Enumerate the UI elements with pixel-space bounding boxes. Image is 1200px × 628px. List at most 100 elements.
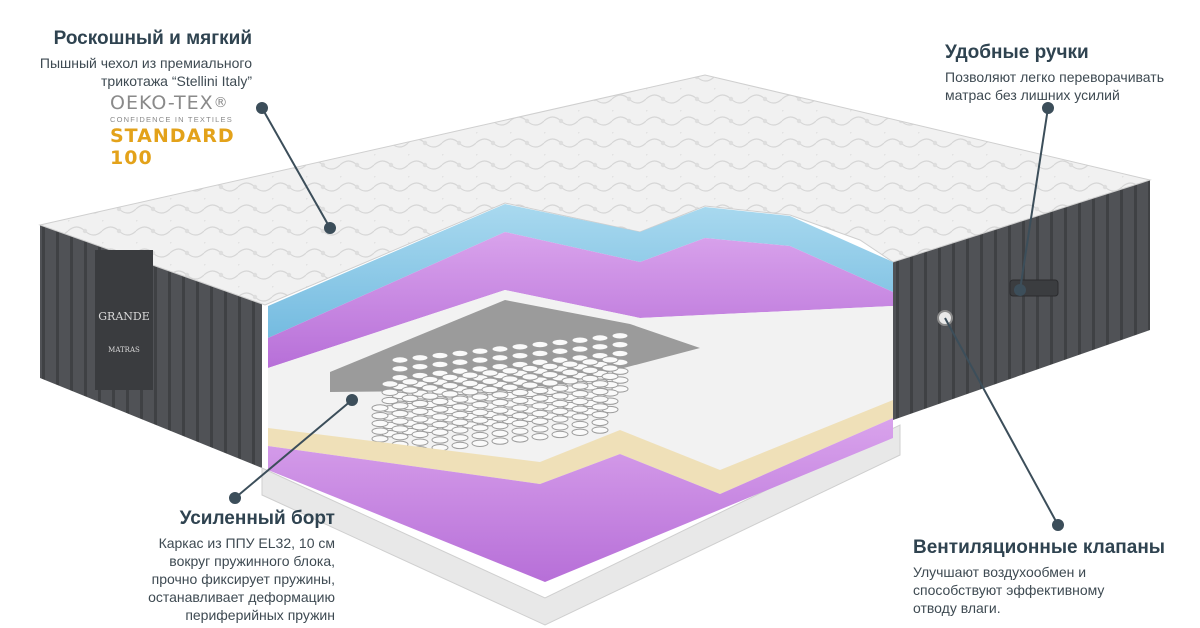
- leader-dot-handle-target: [1014, 284, 1026, 296]
- spring-coil: [581, 366, 599, 374]
- spring-coil: [431, 351, 449, 360]
- pocket-springs: [371, 332, 629, 458]
- spring-coil: [461, 371, 479, 379]
- spring-coil: [401, 378, 419, 386]
- spring-coil: [531, 409, 549, 418]
- spring-coil: [431, 405, 449, 413]
- spring-coil: [591, 418, 609, 427]
- spring-coil: [371, 404, 389, 412]
- spring-coil: [571, 397, 589, 406]
- spring-coil: [451, 358, 469, 366]
- callout-handles-description: Позволяют легко переворачивать матрас бе…: [945, 69, 1164, 103]
- spring-coil: [591, 387, 609, 396]
- spring-coil: [571, 420, 589, 429]
- spring-coil: [581, 358, 599, 366]
- spring-coil: [371, 412, 389, 420]
- spring-coil: [431, 360, 449, 369]
- spring-coil: [411, 399, 429, 408]
- leader-dot-cover: [256, 102, 268, 114]
- spring-coil: [581, 374, 599, 383]
- spring-coil: [411, 423, 429, 431]
- spring-coil: [391, 356, 409, 364]
- spring-coil: [471, 393, 489, 401]
- callout-frame-title: Усиленный борт: [179, 508, 335, 529]
- spring-coil: [551, 338, 569, 347]
- callout-handles: Удобные ручки Позволяют легко переворачи…: [945, 42, 1185, 104]
- spring-coil: [591, 343, 609, 351]
- spring-coil: [551, 399, 569, 408]
- callout-cover-title: Роскошный и мягкий: [53, 28, 252, 49]
- spring-coil: [431, 413, 449, 421]
- spring-coil: [551, 407, 569, 416]
- spring-coil: [451, 441, 469, 450]
- spring-coil: [541, 370, 559, 379]
- spring-coil: [471, 408, 489, 417]
- leader-line-handle: [1019, 107, 1049, 291]
- spring-coil: [521, 364, 539, 373]
- spring-coil: [511, 419, 529, 428]
- spring-coil: [391, 417, 409, 425]
- spring-coil: [531, 425, 549, 433]
- spring-coil: [441, 381, 459, 390]
- spring-coil: [411, 438, 429, 446]
- spring-coil: [451, 418, 469, 427]
- mattress-top-quilt: [38, 74, 1152, 306]
- leader-dot-cover-target: [324, 222, 336, 234]
- spring-coil: [401, 386, 419, 394]
- spring-coil: [511, 351, 529, 360]
- spring-coil: [551, 392, 569, 400]
- spring-coil: [511, 404, 529, 412]
- spring-coil: [561, 360, 579, 368]
- leader-dot-frame-target: [346, 394, 358, 406]
- spring-coil: [551, 347, 569, 355]
- layer-purple-foam-bottom: [268, 418, 893, 582]
- oeko-tex-tagline: CONFIDENCE IN TEXTILES: [110, 115, 233, 124]
- leader-dot-frame: [229, 492, 241, 504]
- spring-coil: [401, 394, 419, 403]
- spring-coil: [511, 388, 529, 397]
- spring-coil: [391, 402, 409, 410]
- spring-coil: [611, 340, 629, 349]
- spring-coil: [431, 397, 449, 406]
- spring-coil: [381, 388, 399, 396]
- spring-coil: [591, 395, 609, 403]
- spring-coil: [411, 354, 429, 362]
- spring-coil: [571, 336, 589, 344]
- callout-ventilation: Вентиляционные клапаны Улучшают воздухоо…: [913, 537, 1183, 617]
- spring-coil: [531, 340, 549, 349]
- callout-cover-description: Пышный чехол из премиального трикотажа “…: [39, 55, 252, 89]
- spring-coil: [541, 379, 559, 387]
- callout-cover: Роскошный и мягкий Пышный чехол из преми…: [20, 28, 252, 90]
- spring-coil: [561, 377, 579, 385]
- spring-coil: [531, 386, 549, 395]
- layer-purple-foam-top: [268, 232, 893, 368]
- spring-coil: [511, 396, 529, 405]
- spring-coil: [501, 383, 519, 392]
- spring-coil: [481, 385, 499, 394]
- spring-coil: [571, 405, 589, 413]
- spring-coil: [531, 417, 549, 425]
- spring-coil: [531, 432, 549, 441]
- spring-coil: [591, 380, 609, 388]
- spring-coil: [491, 391, 509, 399]
- leader-line-valve: [944, 317, 1059, 526]
- spring-coil: [591, 410, 609, 419]
- spring-coil: [381, 380, 399, 388]
- callout-frame-description: Каркас из ППУ EL32, 10 см вокруг пружинн…: [148, 535, 335, 623]
- spring-coil: [451, 403, 469, 411]
- spring-coil: [511, 412, 529, 420]
- callout-frame: Усиленный борт Каркас из ППУ EL32, 10 см…: [100, 508, 335, 624]
- spring-coil: [611, 349, 629, 358]
- spring-coil: [451, 395, 469, 403]
- spring-coil: [491, 406, 509, 414]
- spring-coil: [451, 426, 469, 434]
- spring-coil: [441, 390, 459, 398]
- spring-coil: [391, 425, 409, 433]
- spring-coil: [421, 384, 439, 392]
- spring-coil: [571, 428, 589, 436]
- spring-coil: [571, 345, 589, 353]
- spring-coil: [571, 390, 589, 398]
- spring-coil: [611, 332, 629, 340]
- spring-coil: [411, 407, 429, 416]
- spring-coil: [441, 373, 459, 382]
